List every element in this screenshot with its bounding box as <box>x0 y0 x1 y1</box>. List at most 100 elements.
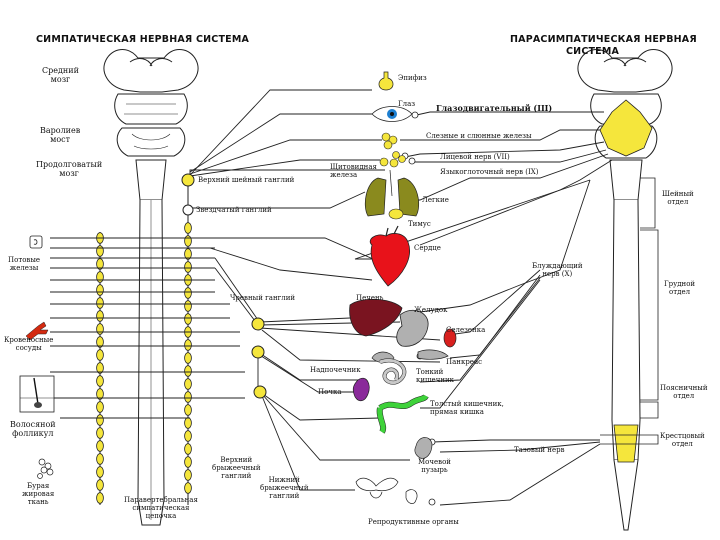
chain-ganglion <box>184 313 192 325</box>
chain-ganglion <box>184 482 192 494</box>
reproductive-organs <box>355 477 418 504</box>
superior-mesenteric-ganglion <box>251 345 265 359</box>
left-brainstem <box>103 49 199 526</box>
chain-ganglion <box>96 388 104 400</box>
parasympathetic-header-line2: СИСТЕМА <box>566 46 620 57</box>
hair-follicle-icon <box>19 375 55 413</box>
chain-ganglion <box>184 365 192 377</box>
pineal-label: Эпифиз <box>398 74 427 82</box>
parasympathetic-header-line1: ПАРАСИМПАТИЧЕСКАЯ НЕРВНАЯ <box>510 34 697 45</box>
chain-ganglion <box>96 401 104 413</box>
chain-ganglion <box>96 349 104 361</box>
adrenal-label: Надпочечник <box>310 366 361 374</box>
celiac-ganglion <box>251 317 265 331</box>
salivary-label: Слезные и слюнные железы <box>426 132 532 140</box>
sacral-parasympathetic-segment <box>613 424 639 463</box>
facial-nerve-label: Лицевой нерв (VII) <box>440 153 510 161</box>
small-intestine <box>379 358 407 385</box>
chain-ganglion <box>96 336 104 348</box>
chain-ganglion <box>96 479 104 491</box>
stellate-ganglion <box>182 204 194 216</box>
celiac-ganglion-label: Чревный ганглий <box>230 294 296 302</box>
glossopharyngeal-nerve-label: Языкоглоточный нерв (IX) <box>440 168 539 176</box>
sympathetic-trunk-lines <box>189 89 441 491</box>
thymus-label: Тимус <box>408 220 431 228</box>
stellate-ganglion-label: Звездчатый ганглий <box>196 206 272 214</box>
lungs-label: Легкие <box>422 196 449 204</box>
kidney-label: Почка <box>318 388 342 396</box>
kidney <box>352 377 370 402</box>
reproductive-label: Репродуктивные органы <box>368 518 459 526</box>
parasympathetic-brainstem-nuclei <box>599 99 653 157</box>
chain-ganglion <box>184 235 192 247</box>
large-intestine-label: Толстый кишечник,прямая кишка <box>430 400 504 416</box>
chain-ganglion <box>184 287 192 299</box>
chain-ganglion <box>96 245 104 257</box>
chain-ganglion <box>96 271 104 283</box>
spleen-label: Селезенка <box>446 326 486 334</box>
chain-ganglion <box>184 456 192 468</box>
blood-vessel-icon <box>25 321 49 341</box>
chain-ganglion <box>184 417 192 429</box>
heart <box>369 225 410 287</box>
thyroid-gland <box>379 157 399 168</box>
bladder <box>414 437 433 459</box>
spinal-nerve-lines <box>50 237 245 419</box>
chain-ganglion <box>184 404 192 416</box>
eye-label: Глаз <box>398 100 416 108</box>
pancreas-label: Панкреас <box>446 358 483 366</box>
superior-cervical-ganglion <box>181 173 195 187</box>
large-intestine <box>376 394 429 434</box>
spinal-region-brackets <box>600 177 659 445</box>
pancreas <box>417 349 449 360</box>
chain-ganglion <box>96 440 104 452</box>
chain-ganglion <box>96 323 104 335</box>
chain-ganglion <box>184 443 192 455</box>
paravertebral-chain-right <box>184 180 192 505</box>
chain-ganglion <box>96 466 104 478</box>
stomach <box>396 309 429 347</box>
sweat-gland-icon <box>29 235 43 249</box>
liver <box>349 298 403 337</box>
chain-ganglion <box>96 310 104 322</box>
chain-ganglion <box>184 222 192 234</box>
oculomotor-nerve-label: Глазодвигательный (III) <box>436 103 553 113</box>
chain-ganglion <box>184 300 192 312</box>
chain-ganglion <box>184 352 192 364</box>
chain-ganglion <box>96 427 104 439</box>
eye-icon <box>371 106 413 122</box>
chain-ganglion <box>96 284 104 296</box>
chain-ganglion <box>96 414 104 426</box>
chain-ganglion <box>96 453 104 465</box>
chain-ganglion <box>96 297 104 309</box>
chain-ganglion <box>184 430 192 442</box>
chain-ganglion <box>184 248 192 260</box>
chain-ganglion <box>96 375 104 387</box>
pelvic-nerve-label: Тазовый нерв <box>514 446 565 454</box>
stomach-label: Желудок <box>414 306 448 314</box>
chain-ganglion <box>184 391 192 403</box>
chain-ganglion <box>184 469 192 481</box>
heart-label: Сердце <box>414 244 441 252</box>
chain-ganglion <box>184 378 192 390</box>
chain-ganglion <box>96 362 104 374</box>
chain-ganglion <box>96 258 104 270</box>
superior-cervical-ganglion-label: Верхний шейный ганглий <box>198 176 295 184</box>
pineal-gland <box>378 71 394 91</box>
brown-fat-icon <box>37 458 54 479</box>
